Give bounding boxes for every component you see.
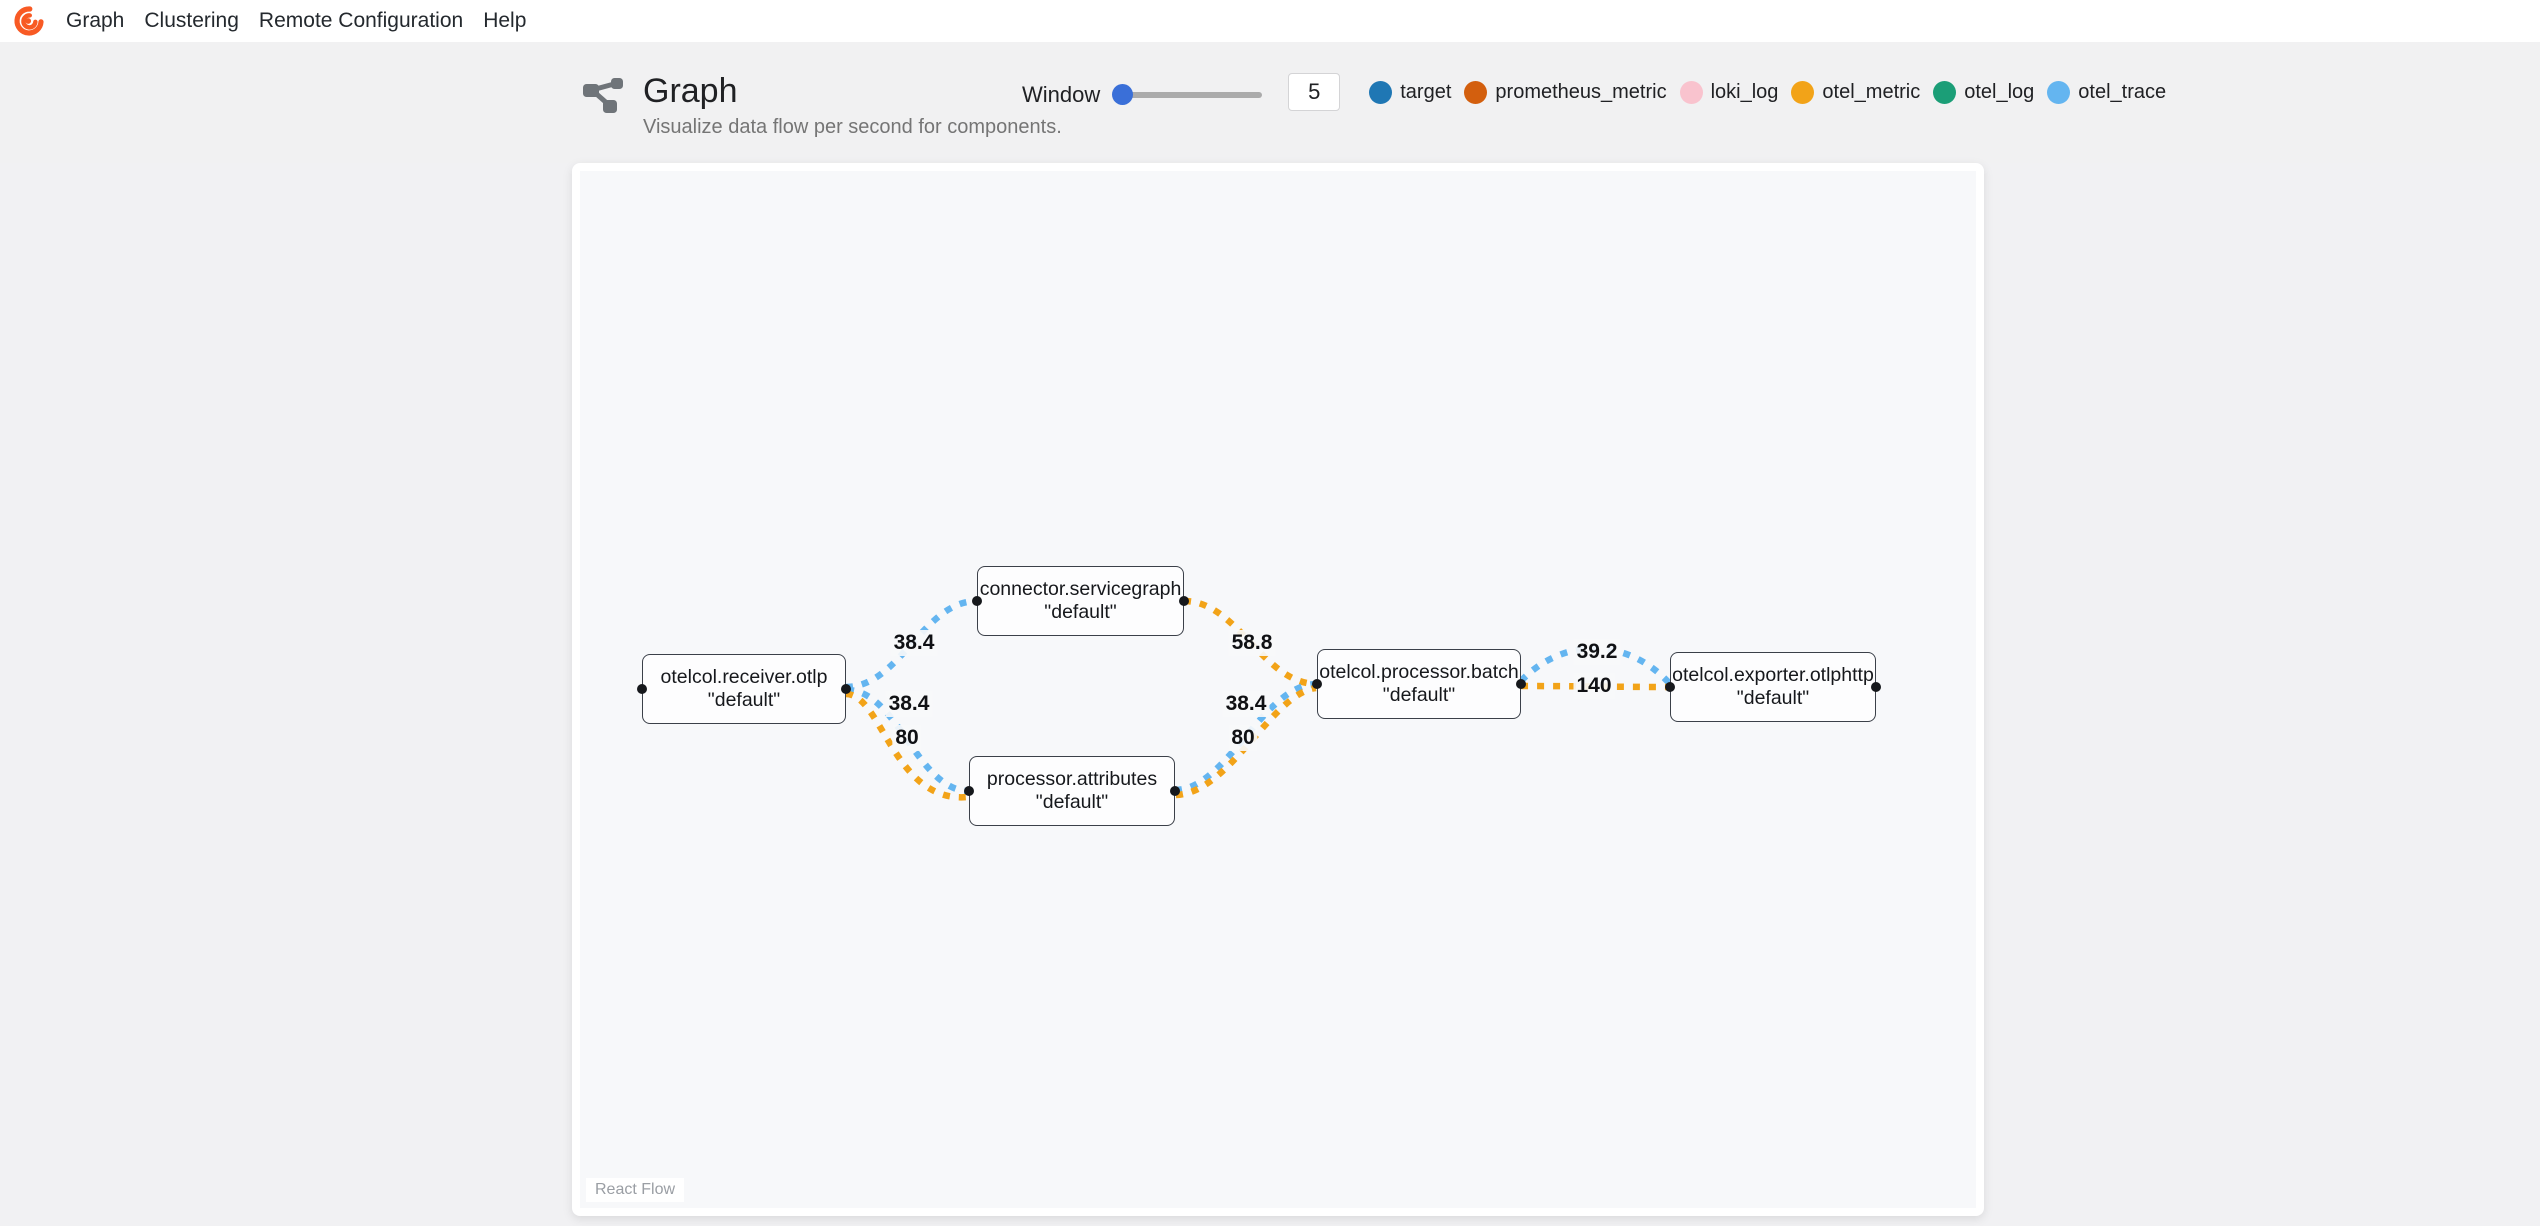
- page-subtitle: Visualize data flow per second for compo…: [643, 116, 1062, 138]
- page-header: Graph Visualize data flow per second for…: [0, 42, 2540, 200]
- node-connector-servicegraph[interactable]: connector.servicegraph "default": [972, 566, 1189, 636]
- edge-rate-label: 39.2: [1573, 639, 1621, 665]
- menu-item-clustering[interactable]: Clustering: [144, 9, 239, 32]
- window-slider-track[interactable]: [1114, 92, 1263, 98]
- edge-rate-label: 80: [1228, 725, 1258, 751]
- legend-dot-otel-trace: [2047, 80, 2071, 104]
- legend-item-target: target: [1369, 80, 1452, 104]
- legend-label: loki_log: [1710, 80, 1779, 103]
- node-instance: "default": [707, 689, 781, 711]
- menu-item-help[interactable]: Help: [483, 9, 527, 32]
- edge-attributes-batch-trace: [1174, 680, 1318, 794]
- connection-handle: [964, 786, 974, 796]
- menu-item-graph[interactable]: Graph: [66, 9, 125, 32]
- node-otelcol-processor-batch[interactable]: otelcol.processor.batch "default": [1312, 649, 1526, 719]
- edge-rate-label: 38.4: [890, 630, 938, 656]
- node-name: connector.servicegraph: [979, 577, 1182, 600]
- connection-handle: [841, 684, 851, 694]
- topology-graph-icon: [583, 76, 625, 116]
- window-slider[interactable]: [1112, 84, 1263, 105]
- window-value-input[interactable]: [1288, 73, 1341, 111]
- edge-batch-exporter-metric: [1520, 682, 1671, 691]
- legend-dot-target: [1369, 80, 1393, 104]
- legend-label: prometheus_metric: [1495, 80, 1667, 103]
- react-flow-attribution[interactable]: React Flow: [586, 1178, 685, 1202]
- legend-label: otel_metric: [1822, 80, 1921, 103]
- connection-handle: [637, 684, 647, 694]
- legend-item-otel-trace: otel_trace: [2047, 80, 2167, 104]
- edge-attributes-batch-metric: [1175, 684, 1317, 799]
- connection-handle: [1170, 786, 1180, 796]
- connection-handle: [1665, 682, 1675, 692]
- top-menu-bar: Graph Clustering Remote Configuration He…: [0, 0, 2540, 42]
- node-name: processor.attributes: [986, 767, 1158, 790]
- node-name: otelcol.receiver.otlp: [660, 665, 828, 688]
- connection-handle: [1516, 679, 1526, 689]
- connection-handle: [1312, 679, 1322, 689]
- legend-dot-otel-log: [1933, 80, 1957, 104]
- legend-label: target: [1400, 80, 1452, 103]
- edge-rate-label: 80: [892, 725, 922, 751]
- edge-rate-label: 140: [1573, 673, 1615, 699]
- connection-handle: [1871, 682, 1881, 692]
- legend-item-otel-log: otel_log: [1933, 80, 2035, 104]
- edge-rate-label: 38.4: [885, 691, 933, 717]
- legend-label: otel_log: [1964, 80, 2035, 103]
- legend-dot-loki-log: [1679, 80, 1703, 104]
- node-instance: "default": [1382, 684, 1456, 706]
- connection-handle: [972, 596, 982, 606]
- node-name: otelcol.exporter.otlphttp: [1672, 663, 1874, 686]
- node-otelcol-receiver-otlp[interactable]: otelcol.receiver.otlp "default": [637, 654, 851, 724]
- window-slider-thumb[interactable]: [1112, 84, 1134, 105]
- title-block: Graph Visualize data flow per second for…: [583, 72, 1062, 139]
- node-otelcol-exporter-otlphttp[interactable]: otelcol.exporter.otlphttp "default": [1665, 652, 1881, 722]
- legend-item-loki-log: loki_log: [1679, 80, 1779, 104]
- node-processor-attributes[interactable]: processor.attributes "default": [964, 756, 1180, 826]
- legend-item-otel-metric: otel_metric: [1791, 80, 1921, 104]
- page-title: Graph: [643, 72, 738, 110]
- window-slider-label: Window: [1022, 82, 1101, 107]
- node-name: otelcol.processor.batch: [1319, 660, 1519, 683]
- node-instance: "default": [1044, 601, 1117, 623]
- edge-rate-label: 38.4: [1222, 691, 1270, 717]
- legend-dot-prometheus-metric: [1464, 80, 1488, 104]
- legend-dot-otel-metric: [1791, 80, 1815, 104]
- edge-type-legend: target prometheus_metric loki_log otel_m…: [1356, 72, 2166, 112]
- legend-item-prometheus-metric: prometheus_metric: [1464, 80, 1667, 104]
- node-instance: "default": [1736, 687, 1810, 709]
- menu-item-remote-configuration[interactable]: Remote Configuration: [258, 9, 464, 32]
- connection-handle: [1179, 596, 1189, 606]
- edge-receiver-attributes-metric: [845, 690, 969, 801]
- alloy-logo-icon: [12, 4, 46, 38]
- legend-label: otel_trace: [2078, 80, 2167, 103]
- graph-panel: 38.4 38.4 80 58.8 38.4 80 39.2 140 otelc…: [572, 163, 1984, 1216]
- edge-rate-label: 58.8: [1228, 630, 1276, 656]
- react-flow-canvas[interactable]: 38.4 38.4 80 58.8 38.4 80 39.2 140 otelc…: [580, 171, 1976, 1208]
- node-instance: "default": [1035, 791, 1109, 813]
- controls-row: Window target prometheus_metric loki_log…: [1022, 42, 2166, 163]
